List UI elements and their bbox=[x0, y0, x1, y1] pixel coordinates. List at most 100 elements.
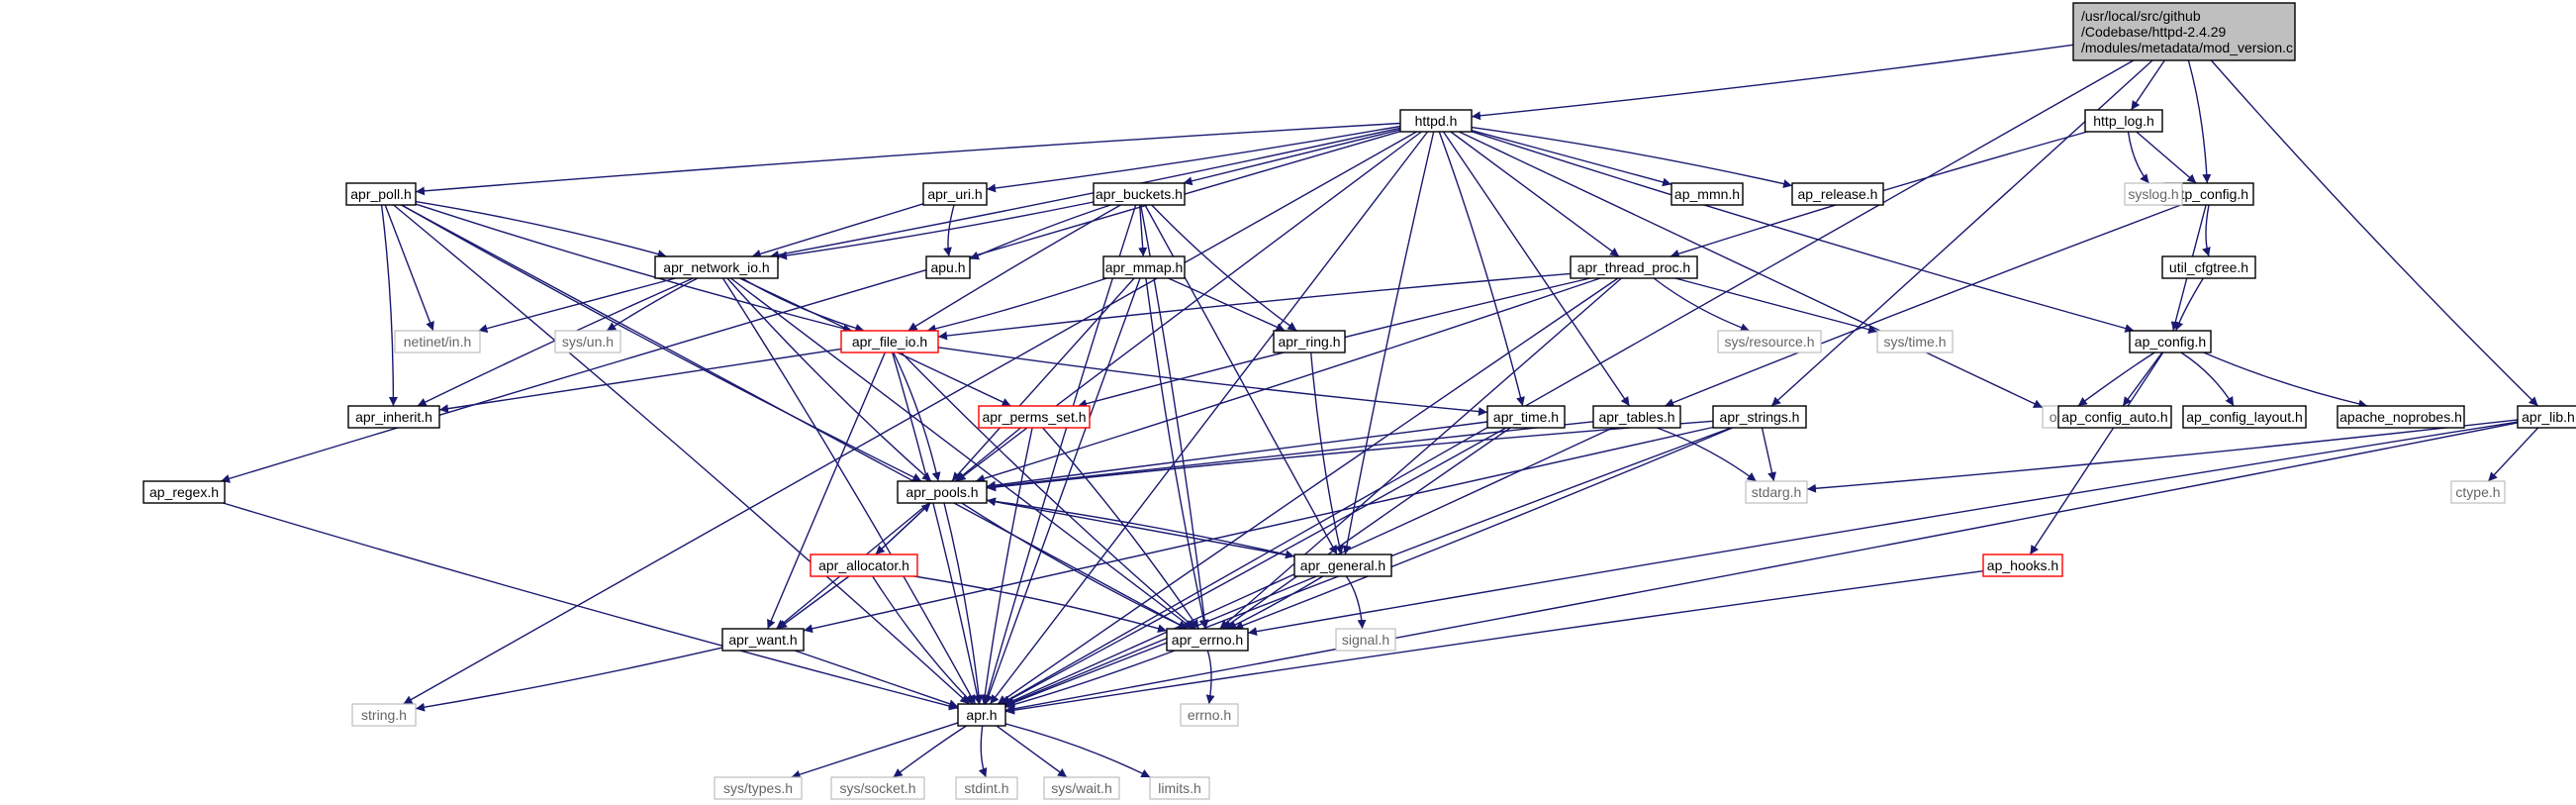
edge-apr-to-sys_wait bbox=[996, 725, 1068, 778]
edge-ap_hooks-to-apr bbox=[1004, 570, 1984, 715]
edge-http_log-to-syslog bbox=[2127, 131, 2150, 184]
node-apr_time[interactable]: apr_time.h bbox=[1486, 405, 1566, 429]
node-apr_uri[interactable]: apr_uri.h bbox=[922, 182, 988, 206]
node-box-apr_network_io bbox=[654, 255, 779, 279]
edge-apr_tables-to-apr_pools bbox=[986, 421, 1594, 491]
edge-apr_buckets-to-apr_ring bbox=[1151, 204, 1297, 332]
node-apr_pools[interactable]: apr_pools.h bbox=[897, 480, 988, 504]
node-apr_inherit[interactable]: apr_inherit.h bbox=[347, 405, 440, 429]
edge-ap_config-to-ap_hooks bbox=[2029, 352, 2164, 555]
edge-apr_network_io-to-netinet_in bbox=[478, 277, 676, 334]
node-apr_mmap[interactable]: apr_mmap.h bbox=[1102, 255, 1186, 279]
edge-apr_file_io-to-apr_errno bbox=[901, 352, 1196, 630]
node-httpd[interactable]: httpd.h bbox=[1399, 109, 1473, 133]
node-box-apr_want bbox=[721, 628, 805, 652]
node-ap_config_auto[interactable]: ap_config_auto.h bbox=[2057, 405, 2172, 429]
node-label-apr_perms_set: apr_perms_set.h bbox=[982, 409, 1086, 425]
node-box-apr_tables bbox=[1592, 405, 1681, 429]
node-apr_want[interactable]: apr_want.h bbox=[721, 628, 805, 652]
node-ap_mmn[interactable]: ap_mmn.h bbox=[1670, 182, 1744, 206]
edge-apr_file_io-to-apr bbox=[892, 352, 982, 705]
node-apr_thread_proc[interactable]: apr_thread_proc.h bbox=[1570, 255, 1698, 279]
node-label-apache_noprobes: apache_noprobes.h bbox=[2339, 409, 2462, 425]
node-syslog: syslog.h bbox=[2124, 182, 2183, 206]
node-apu[interactable]: apu.h bbox=[925, 255, 971, 279]
node-box-apr_file_io bbox=[840, 330, 939, 353]
node-box-apu bbox=[925, 255, 971, 279]
node-ctype: ctype.h bbox=[2450, 480, 2506, 504]
node-apr_general[interactable]: apr_general.h bbox=[1293, 553, 1392, 577]
node-ap_release[interactable]: ap_release.h bbox=[1791, 182, 1884, 206]
edge-apr_tables-to-stdarg bbox=[1657, 427, 1758, 482]
edge-apr_network_io-to-apr bbox=[721, 277, 977, 705]
node-apr_perms_set[interactable]: apr_perms_set.h bbox=[978, 405, 1091, 429]
edge-apr_buckets-to-apu bbox=[969, 204, 1111, 260]
node-apache_noprobes[interactable]: apache_noprobes.h bbox=[2337, 405, 2465, 429]
node-box-syslog bbox=[2124, 182, 2183, 206]
edge-httpd-to-apr_pools bbox=[956, 131, 1422, 482]
node-http_log[interactable]: http_log.h bbox=[2084, 109, 2163, 133]
node-ap_hooks[interactable]: ap_hooks.h bbox=[1982, 553, 2063, 577]
edge-apr_errno-to-errno bbox=[1205, 650, 1215, 705]
node-apr_file_io[interactable]: apr_file_io.h bbox=[840, 330, 939, 353]
edge-apr_general-to-apr_errno bbox=[1226, 575, 1324, 630]
node-label-apr_time: apr_time.h bbox=[1493, 409, 1559, 425]
edge-apr_mmap-to-apr_errno bbox=[1145, 277, 1208, 630]
node-label-sys_un: sys/un.h bbox=[562, 334, 614, 350]
node-util_cfgtree[interactable]: util_cfgtree.h bbox=[2161, 255, 2256, 279]
node-ap_config[interactable]: ap_config.h bbox=[2129, 330, 2212, 353]
node-apr_tables[interactable]: apr_tables.h bbox=[1592, 405, 1681, 429]
edge-apr_lib-to-ctype bbox=[2487, 427, 2539, 482]
node-box-ap_release bbox=[1791, 182, 1884, 206]
edge-apr_file_io-to-apr_want bbox=[767, 352, 886, 630]
node-box-apr_general bbox=[1293, 553, 1392, 577]
node-ap_regex[interactable]: ap_regex.h bbox=[143, 480, 226, 504]
node-layer: /usr/local/src/github/Codebase/httpd-2.4… bbox=[143, 2, 2576, 800]
node-box-sys_types bbox=[714, 776, 803, 800]
edge-apr_allocator-to-apr bbox=[872, 575, 974, 705]
node-errno: errno.h bbox=[1180, 703, 1239, 727]
node-apr_buckets[interactable]: apr_buckets.h bbox=[1093, 182, 1186, 206]
node-box-sys_time bbox=[1876, 330, 1954, 353]
edge-httpd-to-ap_config bbox=[1471, 131, 2135, 333]
node-box-errno bbox=[1180, 703, 1239, 727]
node-box-ap_mmn bbox=[1670, 182, 1744, 206]
edge-root-to-http_log bbox=[2130, 59, 2165, 111]
edge-apr_network_io-to-apr_errno bbox=[730, 277, 1193, 630]
edge-apr_allocator-to-apr_pools bbox=[875, 502, 931, 555]
node-label-sys_types: sys/types.h bbox=[723, 780, 793, 796]
node-box-stdarg bbox=[1745, 480, 1808, 504]
node-label-apr_network_io: apr_network_io.h bbox=[663, 259, 769, 275]
node-netinet_in: netinet/in.h bbox=[394, 330, 481, 353]
node-apr_allocator[interactable]: apr_allocator.h bbox=[810, 553, 918, 577]
node-label-apr_want: apr_want.h bbox=[728, 632, 797, 648]
node-apr_poll[interactable]: apr_poll.h bbox=[345, 182, 417, 206]
node-label-sys_time: sys/time.h bbox=[1883, 334, 1946, 350]
node-label-http_config: http_config.h bbox=[2169, 186, 2248, 202]
edge-apr_ring-to-apr_general bbox=[1310, 352, 1344, 555]
node-apr_network_io[interactable]: apr_network_io.h bbox=[654, 255, 779, 279]
node-label-apr_ring: apr_ring.h bbox=[1278, 334, 1340, 350]
node-string: string.h bbox=[351, 703, 417, 727]
node-apr_lib[interactable]: apr_lib.h bbox=[2517, 405, 2576, 429]
node-root[interactable]: /usr/local/src/github/Codebase/httpd-2.4… bbox=[2072, 2, 2296, 61]
node-apr[interactable]: apr.h bbox=[957, 703, 1006, 727]
node-box-apr_errno bbox=[1166, 628, 1249, 652]
node-label-apr_thread_proc: apr_thread_proc.h bbox=[1577, 259, 1690, 275]
node-apr_strings[interactable]: apr_strings.h bbox=[1712, 405, 1807, 429]
edge-ap_config-to-ap_config_layout bbox=[2180, 352, 2235, 407]
edge-apr_poll-to-netinet_in bbox=[384, 204, 434, 332]
edge-apr_file_io-to-apr_pools bbox=[893, 352, 941, 482]
node-label-syslog: syslog.h bbox=[2128, 186, 2178, 202]
node-apr_ring[interactable]: apr_ring.h bbox=[1273, 330, 1346, 353]
edge-httpd-to-string bbox=[403, 131, 1417, 705]
edge-apr_pools-to-apr_errno bbox=[961, 502, 1189, 630]
edge-apr-to-sys_socket bbox=[893, 725, 967, 778]
edge-apr_lib-to-apr_errno bbox=[1247, 421, 2519, 637]
node-label-apr_allocator: apr_allocator.h bbox=[818, 557, 909, 573]
node-ap_config_layout[interactable]: ap_config_layout.h bbox=[2182, 405, 2307, 429]
node-http_config[interactable]: http_config.h bbox=[2163, 182, 2254, 206]
edge-httpd-to-os bbox=[1459, 131, 2044, 409]
edge-root-to-apr_strings bbox=[1770, 59, 2153, 407]
node-apr_errno[interactable]: apr_errno.h bbox=[1166, 628, 1249, 652]
